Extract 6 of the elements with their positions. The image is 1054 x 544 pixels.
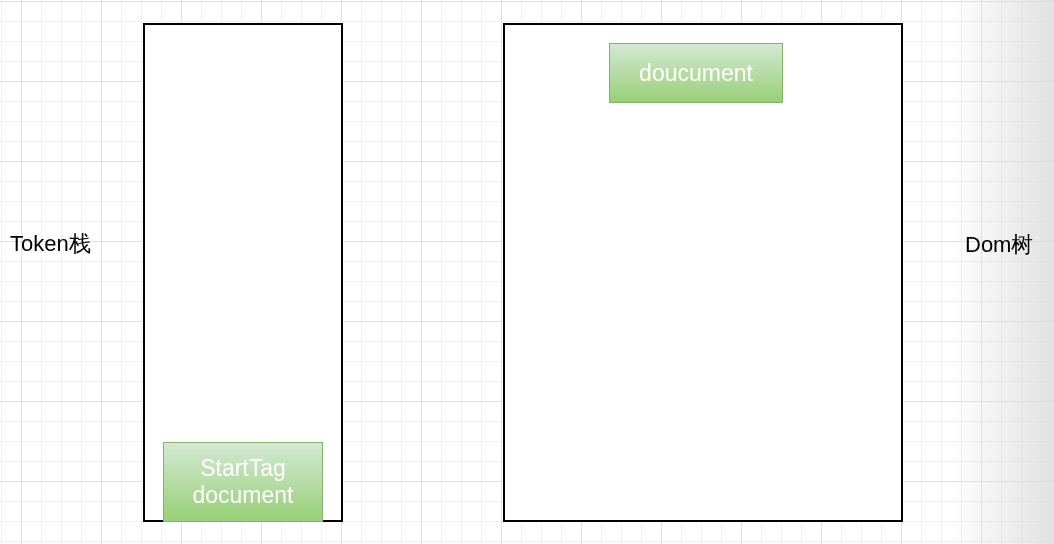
node-box: doucument [609,43,783,103]
token-box: StartTag document [163,442,323,522]
side-label: Token栈 [10,231,91,257]
container-box [503,23,903,522]
side-label: Dom树 [965,232,1034,258]
container-box [143,23,343,522]
